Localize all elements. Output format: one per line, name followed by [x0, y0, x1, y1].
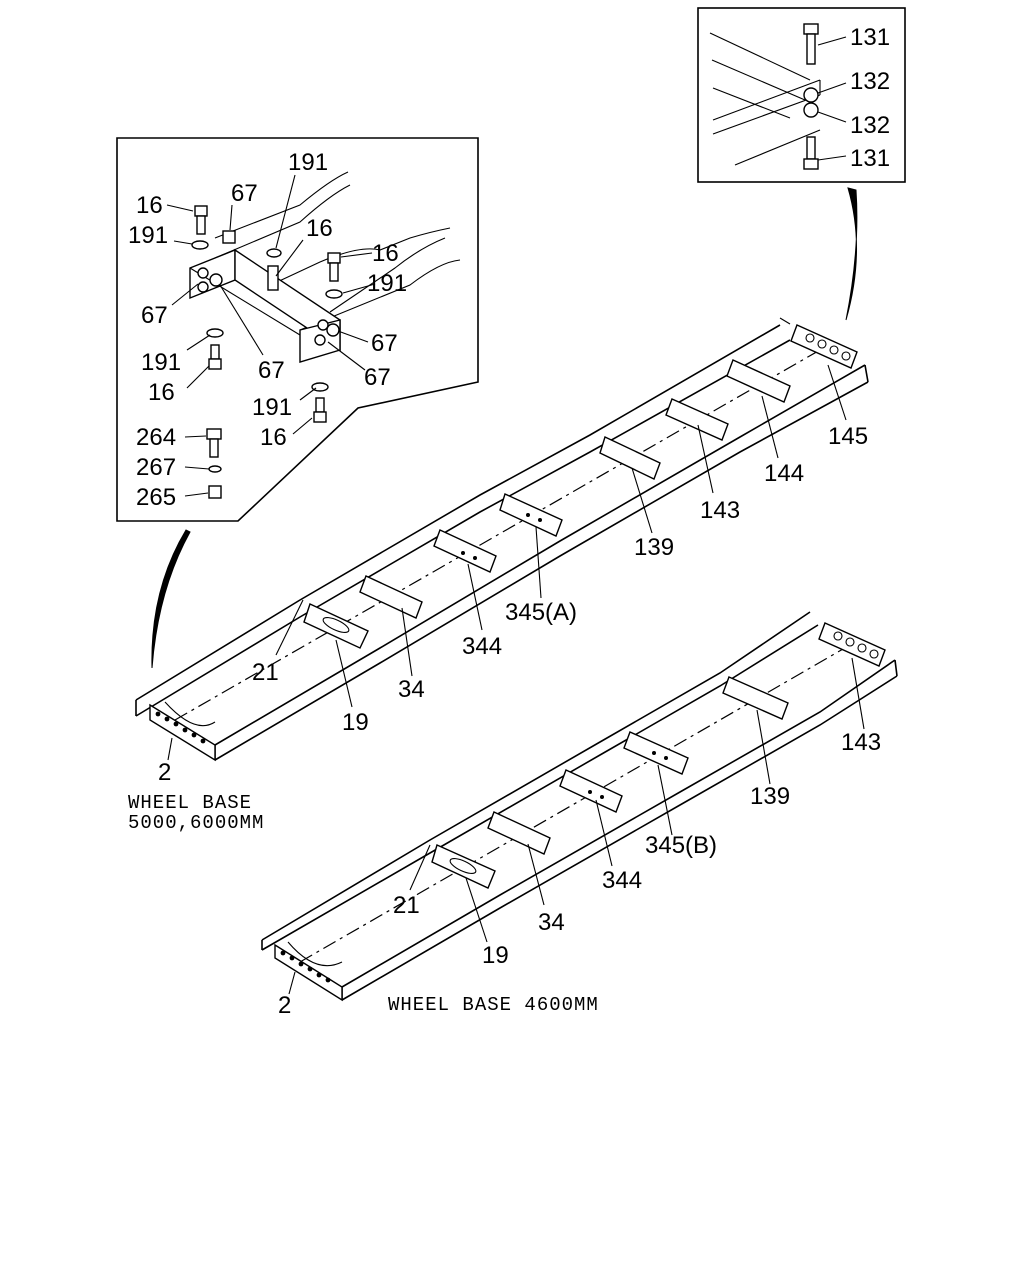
callout-143: 143: [700, 497, 740, 524]
callout-16: 16: [136, 192, 163, 219]
callout-191: 191: [128, 222, 168, 249]
callout-139: 139: [634, 534, 674, 561]
lower-frame-assembly: 21 19 34 344 345(B) 139 143 2 WHEEL BASE…: [261, 611, 898, 1019]
caption-wheel-base-5000-6000-line2: 5000,6000MM: [128, 812, 264, 834]
upper-frame-assembly: 21 19 34 344 345(A) 139 143 144 145 2 WH…: [128, 317, 869, 834]
callout-143: 143: [841, 729, 881, 756]
callout-19: 19: [482, 942, 509, 969]
callout-265: 265: [136, 484, 176, 511]
callout-191: 191: [252, 394, 292, 421]
callout-191: 191: [367, 270, 407, 297]
caption-wheel-base-5000-6000-line1: WHEEL BASE: [128, 792, 252, 814]
callout-67: 67: [364, 364, 391, 391]
callout-16: 16: [372, 240, 399, 267]
callout-67: 67: [231, 180, 258, 207]
callout-344: 344: [602, 867, 642, 894]
callout-264: 264: [136, 424, 176, 451]
callout-34: 34: [538, 909, 565, 936]
callout-132: 132: [850, 68, 890, 95]
callout-67: 67: [258, 357, 285, 384]
callout-16: 16: [148, 379, 175, 406]
callout-267: 267: [136, 454, 176, 481]
callout-16: 16: [260, 424, 287, 451]
callout-345-a: 345(A): [505, 599, 577, 626]
callout-345-b: 345(B): [645, 832, 717, 859]
callout-21: 21: [252, 659, 279, 686]
callout-16: 16: [306, 215, 333, 242]
callout-131: 131: [850, 24, 890, 51]
callout-67: 67: [371, 330, 398, 357]
callout-67: 67: [141, 302, 168, 329]
callout-34: 34: [398, 676, 425, 703]
callout-144: 144: [764, 460, 804, 487]
callout-145: 145: [828, 423, 868, 450]
callout-21: 21: [393, 892, 420, 919]
callout-2: 2: [278, 992, 291, 1019]
callout-19: 19: [342, 709, 369, 736]
callout-191: 191: [141, 349, 181, 376]
detail-inset-left: 16 67 191 191 16 16 191 67 191 16 67 67 …: [116, 137, 479, 522]
callout-139: 139: [750, 783, 790, 810]
callout-2: 2: [158, 759, 171, 786]
callout-344: 344: [462, 633, 502, 660]
callout-131: 131: [850, 145, 890, 172]
caption-wheel-base-4600: WHEEL BASE 4600MM: [388, 994, 599, 1016]
detail-inset-right: 131 132 132 131: [697, 7, 906, 183]
callout-132: 132: [850, 112, 890, 139]
callout-191: 191: [288, 149, 328, 176]
connector-curve-right: [845, 187, 858, 321]
connector-curve-left: [151, 529, 191, 669]
